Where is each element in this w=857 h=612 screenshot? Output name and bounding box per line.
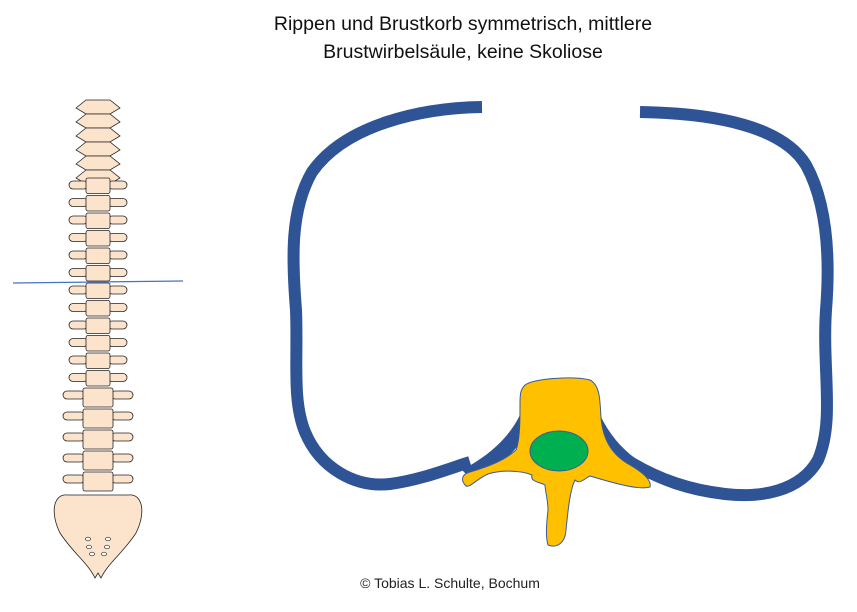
transverse-process-left	[68, 355, 89, 365]
thoracic-vertebra	[85, 317, 111, 334]
thoracic-vertebra	[85, 370, 111, 387]
transverse-process-right	[110, 411, 134, 421]
transverse-process-left	[68, 180, 89, 190]
sacrum	[53, 494, 143, 579]
transverse-process-right	[107, 320, 128, 330]
transverse-process-right	[107, 268, 128, 277]
transverse-process-right	[110, 474, 134, 484]
transverse-process-left	[68, 303, 89, 312]
sacral-foramen	[89, 551, 95, 557]
transverse-process-right	[107, 250, 128, 260]
sacral-foramen	[86, 544, 92, 550]
transverse-process-left	[68, 285, 89, 295]
thoracic-vertebra	[85, 335, 111, 352]
lumbar-vertebra	[82, 408, 114, 429]
transverse-process-right	[110, 432, 134, 442]
transverse-process-right	[107, 215, 128, 225]
sacral-foramen	[85, 536, 91, 542]
transverse-process-right	[107, 355, 128, 365]
transverse-process-right	[107, 180, 128, 190]
left-rib	[287, 101, 483, 491]
transverse-process-left	[62, 453, 86, 463]
sacral-foramen	[104, 544, 110, 550]
transverse-process-right	[107, 373, 128, 382]
thoracic-vertebra	[462, 377, 651, 547]
level-marker-line	[12, 280, 184, 284]
transverse-process-left	[62, 432, 86, 442]
right-rib	[626, 106, 834, 502]
cervical-vertebra	[75, 113, 121, 129]
cervical-vertebra	[75, 141, 121, 157]
transverse-process-left	[68, 233, 89, 242]
lumbar-vertebra	[82, 450, 114, 471]
thoracic-vertebra	[85, 230, 111, 247]
right-rib-head	[596, 415, 652, 480]
sacral-foramen	[101, 551, 107, 557]
cervical-vertebra	[75, 99, 121, 115]
transverse-process-right	[107, 233, 128, 242]
left-rib-head	[462, 415, 528, 478]
lumbar-vertebra	[82, 471, 114, 492]
transverse-process-right	[110, 390, 134, 400]
sacral-foramen	[105, 536, 111, 542]
spinal-canal	[529, 430, 589, 472]
transverse-process-right	[107, 303, 128, 312]
transverse-process-left	[62, 390, 86, 400]
diagram-title: Rippen und Brustkorb symmetrisch, mittle…	[200, 10, 726, 66]
thoracic-vertebra	[85, 352, 111, 369]
transverse-process-right	[107, 338, 128, 347]
transverse-process-left	[62, 474, 86, 484]
transverse-process-left	[62, 411, 86, 421]
transverse-process-right	[107, 198, 128, 207]
spine-illustration	[53, 99, 143, 579]
title-line-2: Brustwirbelsäule, keine Skoliose	[323, 41, 603, 63]
thoracic-vertebra	[85, 265, 111, 282]
transverse-process-right	[107, 285, 128, 295]
transverse-process-left	[68, 198, 89, 207]
transverse-process-right	[110, 453, 134, 463]
cervical-vertebra	[75, 127, 121, 143]
lumbar-vertebra	[82, 429, 114, 450]
title-line-1: Rippen und Brustkorb symmetrisch, mittle…	[273, 13, 653, 35]
lumbar-vertebra	[82, 387, 114, 408]
transverse-process-left	[68, 320, 89, 330]
copyright-notice: © Tobias L. Schulte, Bochum	[360, 575, 540, 591]
thoracic-vertebra	[85, 300, 111, 317]
thoracic-vertebra	[85, 195, 111, 212]
cervical-vertebra	[75, 155, 121, 171]
transverse-process-left	[68, 215, 89, 225]
transverse-process-left	[68, 373, 89, 382]
thoracic-vertebra	[85, 247, 111, 264]
thoracic-vertebra	[85, 282, 111, 299]
thoracic-vertebra	[85, 212, 111, 229]
thoracic-vertebra	[85, 177, 111, 194]
transverse-process-left	[68, 338, 89, 347]
transverse-process-left	[68, 268, 89, 277]
rib-cage-cross-section	[287, 101, 834, 502]
transverse-process-left	[68, 250, 89, 260]
